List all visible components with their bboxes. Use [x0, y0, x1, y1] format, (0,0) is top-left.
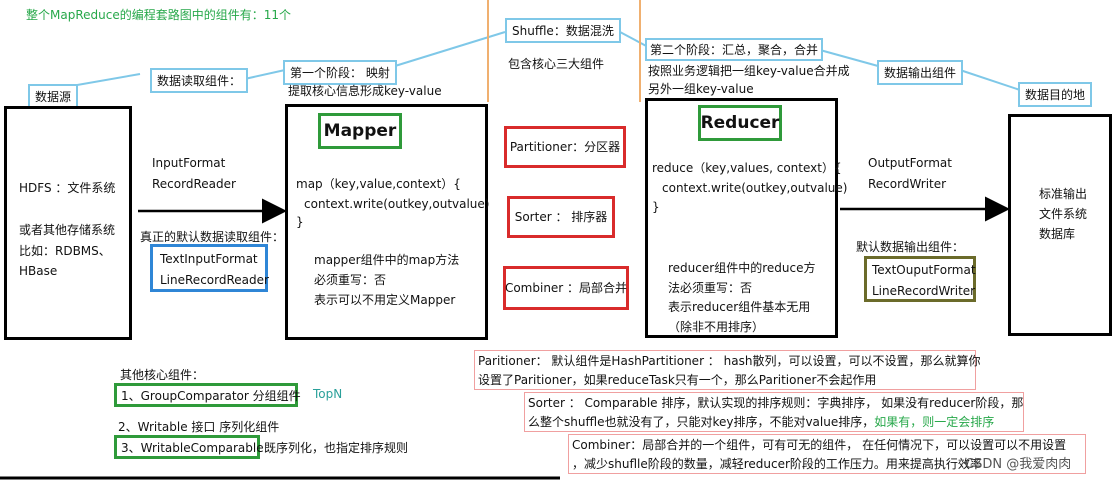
partitioner-label: Partitioner：分区器: [509, 140, 621, 154]
reducer-code-2: context.write(outkey,outvalue): [662, 181, 848, 195]
label-shuffle: Shuffle：数据混洗: [505, 18, 621, 43]
watermark: CSDN @我爱肉肉: [965, 457, 1072, 472]
combiner-note: Combiner：局部合并的一个组件，可有可无的组件， 在任何情况下，可以设置可…: [568, 434, 1086, 474]
reducer-desc-3: 表示reducer组件基本无用: [668, 300, 811, 314]
shuffle-desc: 包含核心三大组件: [508, 57, 605, 71]
output-format: OutputFormat: [868, 156, 952, 170]
default-output-box: TextOuputFormat LineRecordWriter: [864, 256, 976, 302]
reducer-box: Reducer reduce（key,values, context）{ con…: [645, 98, 847, 338]
mapper-title: Mapper: [318, 113, 402, 149]
sorter-box: Sorter ： 排序器: [507, 196, 615, 238]
sorter-note-2b: 如果有，则一定会排序: [874, 415, 995, 429]
line-record-reader: LineRecordReader: [160, 273, 269, 287]
mapper-desc-2: 必须重写：否: [314, 273, 387, 287]
source-line-1: HDFS ：文件系统: [19, 181, 116, 195]
mapper-desc-3: 表示可以不用定义Mapper: [314, 293, 456, 307]
sorter-note: Sorter ： Comparable 排序，默认实现的排序规则：字典排序， 如…: [524, 392, 1024, 432]
partitioner-note-1: Paritioner： 默认组件是HashPartitioner ： hash散…: [478, 354, 981, 368]
mapper-code-3: }: [296, 215, 304, 229]
other-item-1: 1、GroupComparator 分组组件: [121, 389, 301, 403]
default-read-label: 真正的默认数据读取组件：: [140, 230, 285, 244]
record-writer: RecordWriter: [868, 177, 947, 191]
source-line-4: HBase: [19, 264, 58, 278]
other-item-3-note: 既序列化，也指定排序规则: [264, 441, 409, 455]
combiner-label: Combiner ：局部合并: [504, 281, 628, 295]
dest-line-3: 数据库: [1039, 227, 1076, 241]
record-reader: RecordReader: [152, 177, 236, 191]
default-output-label: 默认数据输出组件：: [856, 240, 965, 254]
default-read-box: TextInputFormat LineRecordReader: [150, 244, 269, 292]
dest-line-2: 文件系统: [1039, 207, 1088, 221]
summary-title: 整个MapReduce的编程套路图中的组件有：11个: [26, 8, 291, 22]
mapper-code-2: context.write(outkey,outvalue): [304, 197, 490, 211]
stage2-desc-2: 另外一组key-value: [648, 82, 754, 96]
label-data-read: 数据读取组件：: [150, 68, 249, 93]
mapper-desc-1: mapper组件中的map方法: [314, 253, 460, 267]
source-box: HDFS ：文件系统 或者其他存储系统 比如：RDBMS、 HBase: [4, 106, 132, 340]
stage2-desc-1: 按照业务逻辑把一组key-value合并成: [648, 64, 850, 78]
other-item-1-note: TopN: [313, 387, 343, 401]
reducer-code-1: reduce（key,values, context）{: [652, 161, 842, 175]
source-line-3: 比如：RDBMS、: [19, 244, 111, 258]
line-record-writer: LineRecordWriter: [872, 284, 976, 298]
other-item-3-box: 3、WritableComparable: [114, 435, 264, 459]
reducer-desc-2: 法必须重写：否: [668, 281, 753, 295]
source-line-2: 或者其他存储系统: [19, 223, 116, 237]
combiner-box: Combiner ：局部合并: [503, 266, 629, 310]
sorter-note-1: Sorter ： Comparable 排序，默认实现的排序规则：字典排序， 如…: [528, 396, 1024, 410]
sorter-label: Sorter ： 排序器: [514, 210, 608, 224]
text-output-format: TextOuputFormat: [872, 263, 976, 277]
combiner-note-2: ，减少shuflle阶段的数量，减轻reducer阶段的工作压力。用来提高执行效…: [572, 457, 982, 471]
label-data-dest: 数据目的地: [1018, 82, 1093, 107]
text-input-format: TextInputFormat: [160, 252, 258, 266]
other-item-1-box: 1、GroupComparator 分组组件: [114, 383, 301, 407]
other-item-2: 2、Writable 接口 序列化组件: [118, 420, 280, 434]
label-data-output: 数据输出组件: [877, 60, 964, 85]
other-title: 其他核心组件：: [120, 368, 205, 382]
other-item-3: 3、WritableComparable: [121, 441, 264, 455]
reducer-desc-1: reducer组件中的reduce方: [668, 261, 816, 275]
reducer-desc-4: （除非不用排序）: [668, 320, 765, 334]
partitioner-note: Paritioner： 默认组件是HashPartitioner ： hash散…: [474, 350, 980, 390]
partitioner-box: Partitioner：分区器: [504, 126, 626, 168]
label-stage2: 第二个阶段：汇总，聚合，合并: [645, 38, 824, 61]
combiner-note-1: Combiner：局部合并的一个组件，可有可无的组件， 在任何情况下，可以设置可…: [572, 438, 1067, 452]
label-stage1: 第一个阶段： 映射: [283, 60, 397, 85]
input-format: InputFormat: [152, 156, 226, 170]
reducer-code-3: }: [652, 200, 660, 214]
reducer-title: Reducer: [698, 105, 782, 141]
dest-box: 标准输出 文件系统 数据库: [1008, 114, 1112, 336]
sorter-note-2a: 么整个shuffle也就没有了，只能对key排序，不能对value排序，: [528, 415, 875, 429]
stage1-desc: 提取核心信息形成key-value: [288, 84, 442, 98]
dest-line-1: 标准输出: [1039, 187, 1088, 201]
mapper-box: Mapper map（key,value,context）{ context.w…: [285, 104, 490, 340]
mapper-code-1: map（key,value,context）{: [296, 177, 461, 191]
partitioner-note-2: 设置了Paritioner，如果reduceTask只有一个，那么Paritio…: [478, 373, 877, 387]
